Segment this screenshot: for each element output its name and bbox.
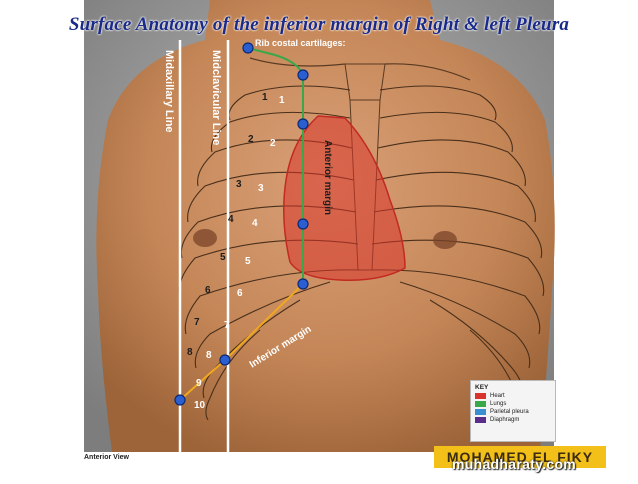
legend-item-lungs: Lungs xyxy=(475,401,555,407)
landmark-markers xyxy=(174,42,309,406)
rib-number-2a: 2 xyxy=(248,134,254,145)
legend-swatch-lungs xyxy=(475,401,486,407)
anterior-margin-line xyxy=(247,47,304,284)
rib-number-3a: 3 xyxy=(236,179,242,190)
site-watermark: muhadharaty.com xyxy=(452,456,577,472)
marker-sternoclavicular xyxy=(242,42,254,54)
marker-rib8 xyxy=(219,354,231,366)
legend-label-heart: Heart xyxy=(490,393,505,399)
author-logo: MOHAMED EL FIKY xyxy=(434,446,606,468)
rib-number-2b: 2 xyxy=(270,138,276,149)
midaxillary-line-label: Midaxillary Line xyxy=(163,50,175,133)
marker-rib1 xyxy=(297,69,309,81)
rib-number-1a: 1 xyxy=(262,92,268,103)
rib-number-10: 10 xyxy=(194,400,206,411)
legend-label-lungs: Lungs xyxy=(490,401,507,407)
rib-number-8b: 8 xyxy=(206,350,212,361)
rib-number-5b: 5 xyxy=(245,256,251,267)
legend-label-parietal-pleura: Parietal pleura xyxy=(490,409,529,415)
rib-number-6b: 6 xyxy=(237,288,243,299)
legend-key: KEY Heart Lungs Parietal pleura Diaphrag… xyxy=(470,380,556,442)
marker-rib10 xyxy=(174,394,186,406)
rib-number-7b: 7 xyxy=(224,320,230,331)
costal-cartilages-label: Rib costal cartilages: xyxy=(255,38,346,48)
rib-numbers: 1 1 2 2 3 3 4 4 5 5 6 6 7 7 8 8 9 10 xyxy=(187,92,285,411)
rib-number-7a: 7 xyxy=(194,317,200,328)
legend-swatch-heart xyxy=(475,393,486,399)
legend-item-diaphragm: Diaphragm xyxy=(475,417,555,423)
heart xyxy=(283,115,406,281)
legend-label-diaphragm: Diaphragm xyxy=(490,417,520,423)
anterior-margin-label: Anterior margin xyxy=(322,140,333,215)
rib-number-8a: 8 xyxy=(187,347,193,358)
rib-number-9: 9 xyxy=(196,378,202,389)
nipple-right xyxy=(193,229,217,247)
marker-rib2 xyxy=(297,118,309,130)
legend-swatch-parietal-pleura xyxy=(475,409,486,415)
page-title: Surface Anatomy of the inferior margin o… xyxy=(68,14,570,35)
anterior-view-label: Anterior View xyxy=(84,454,129,461)
rib-number-3b: 3 xyxy=(258,183,264,194)
rib-number-5a: 5 xyxy=(220,252,226,263)
rib-number-4b: 4 xyxy=(252,218,258,229)
rib-number-6a: 6 xyxy=(205,285,211,296)
nipple-left xyxy=(433,231,457,249)
legend-swatch-diaphragm xyxy=(475,417,486,423)
rib-number-1b: 1 xyxy=(279,95,285,106)
ribs-left xyxy=(371,85,545,421)
marker-rib4 xyxy=(297,218,309,230)
midclavicular-line-label: Midclavicular Line xyxy=(210,50,222,146)
legend-item-heart: Heart xyxy=(475,393,555,399)
rib-number-4a: 4 xyxy=(228,214,234,225)
clavicle-left xyxy=(384,63,471,81)
legend-title: KEY xyxy=(475,384,489,391)
legend-item-parietal-pleura: Parietal pleura xyxy=(475,409,555,415)
marker-rib6 xyxy=(297,278,309,290)
clavicle-right xyxy=(249,57,346,67)
